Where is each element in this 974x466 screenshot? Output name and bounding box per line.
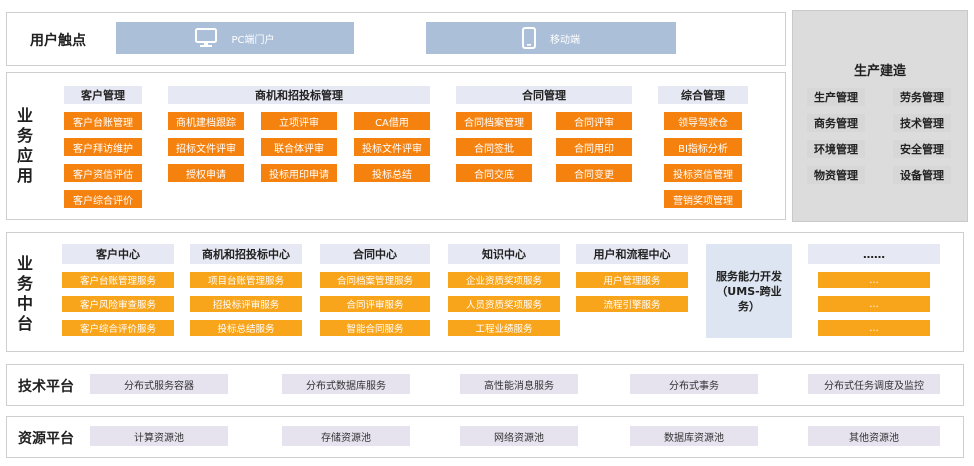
ums-box: 服务能力开发（UMS-跨业务） <box>706 244 792 338</box>
tech-item: 高性能消息服务 <box>460 374 578 394</box>
app-item: 领导驾驶仓 <box>664 112 742 130</box>
app-item: 投标总结 <box>354 164 430 182</box>
service-item: 合同评审服务 <box>320 296 430 312</box>
app-item: 营销奖项管理 <box>664 190 742 208</box>
service-item-placeholder: … <box>818 272 930 288</box>
production-item: 设备管理 <box>893 166 951 184</box>
app-item: 合同变更 <box>556 164 632 182</box>
business-app-label: 业务应用 <box>16 106 33 185</box>
production-title: 生产建造 <box>853 64 906 79</box>
service-item: 客户综合评价服务 <box>62 320 174 336</box>
service-item: 工程业绩服务 <box>448 320 560 336</box>
service-item-placeholder: … <box>818 320 930 336</box>
service-item: 智能合同服务 <box>320 320 430 336</box>
service-item: 用户管理服务 <box>576 272 688 288</box>
app-item: 立项评审 <box>261 112 337 130</box>
production-item: 生产管理 <box>807 88 865 106</box>
pc-portal-box: PC端门户 <box>116 22 354 54</box>
center-header-user-process: 用户和流程中心 <box>576 244 688 264</box>
service-item: 招投标评审服务 <box>190 296 302 312</box>
app-item: 客户资信评估 <box>64 164 142 182</box>
resource-item: 数据库资源池 <box>630 426 758 446</box>
app-item: 投标文件评审 <box>354 138 430 156</box>
group-header-customer: 客户管理 <box>64 86 142 104</box>
mobile-label: 移动端 <box>550 34 580 46</box>
resource-item: 其他资源池 <box>808 426 940 446</box>
center-header-bidding: 商机和招投标中心 <box>190 244 302 264</box>
production-item: 安全管理 <box>893 140 951 158</box>
app-item: 合同签批 <box>456 138 532 156</box>
tech-platform-label: 技术平台 <box>18 379 74 395</box>
app-item: BI指标分析 <box>664 138 742 156</box>
app-item: 投标用印申请 <box>261 164 337 182</box>
tech-item: 分布式服务容器 <box>90 374 228 394</box>
service-item: 企业资质奖项服务 <box>448 272 560 288</box>
service-item: 项目台账管理服务 <box>190 272 302 288</box>
app-item: 合同评审 <box>556 112 632 130</box>
production-item: 物资管理 <box>807 166 865 184</box>
ums-label: 服务能力开发（UMS-跨业务） <box>716 269 782 313</box>
app-item: 投标资信管理 <box>664 164 742 182</box>
mobile-phone-icon <box>522 27 536 49</box>
production-item: 劳务管理 <box>893 88 951 106</box>
monitor-icon <box>195 28 218 47</box>
resource-item: 网络资源池 <box>460 426 578 446</box>
service-item: 投标总结服务 <box>190 320 302 336</box>
resource-item: 计算资源池 <box>90 426 228 446</box>
middle-platform-label: 业务中台 <box>16 254 33 333</box>
tech-item: 分布式数据库服务 <box>282 374 410 394</box>
resource-platform-label: 资源平台 <box>18 431 74 447</box>
service-item-placeholder: … <box>818 296 930 312</box>
touchpoint-label: 用户触点 <box>30 33 86 49</box>
service-item: 流程引擎服务 <box>576 296 688 312</box>
tech-item: 分布式任务调度及监控 <box>808 374 940 394</box>
production-item: 技术管理 <box>893 114 951 132</box>
group-header-general: 综合管理 <box>658 86 748 104</box>
pc-portal-label: PC端门户 <box>231 34 275 46</box>
center-header-customer: 客户中心 <box>62 244 174 264</box>
service-item: 人员资质奖项服务 <box>448 296 560 312</box>
service-item: 客户台账管理服务 <box>62 272 174 288</box>
app-item: 客户台账管理 <box>64 112 142 130</box>
service-item: 客户风险审查服务 <box>62 296 174 312</box>
production-item: 环境管理 <box>807 140 865 158</box>
group-header-contract: 合同管理 <box>456 86 632 104</box>
app-item: 授权申请 <box>168 164 244 182</box>
app-item: 招标文件评审 <box>168 138 244 156</box>
mobile-box: 移动端 <box>426 22 676 54</box>
app-item: 合同档案管理 <box>456 112 532 130</box>
app-item: 客户综合评价 <box>64 190 142 208</box>
center-header-more: …… <box>808 244 940 264</box>
app-item: 合同用印 <box>556 138 632 156</box>
tech-item: 分布式事务 <box>630 374 758 394</box>
center-header-contract: 合同中心 <box>320 244 430 264</box>
production-item: 商务管理 <box>807 114 865 132</box>
app-item: 客户拜访维护 <box>64 138 142 156</box>
service-item: 合同档案管理服务 <box>320 272 430 288</box>
resource-item: 存储资源池 <box>282 426 410 446</box>
app-item: 联合体评审 <box>261 138 337 156</box>
group-header-bidding: 商机和招投标管理 <box>168 86 430 104</box>
app-item: 合同交底 <box>456 164 532 182</box>
center-header-knowledge: 知识中心 <box>448 244 560 264</box>
app-item: 商机建档跟踪 <box>168 112 244 130</box>
app-item: CA借用 <box>354 112 430 130</box>
